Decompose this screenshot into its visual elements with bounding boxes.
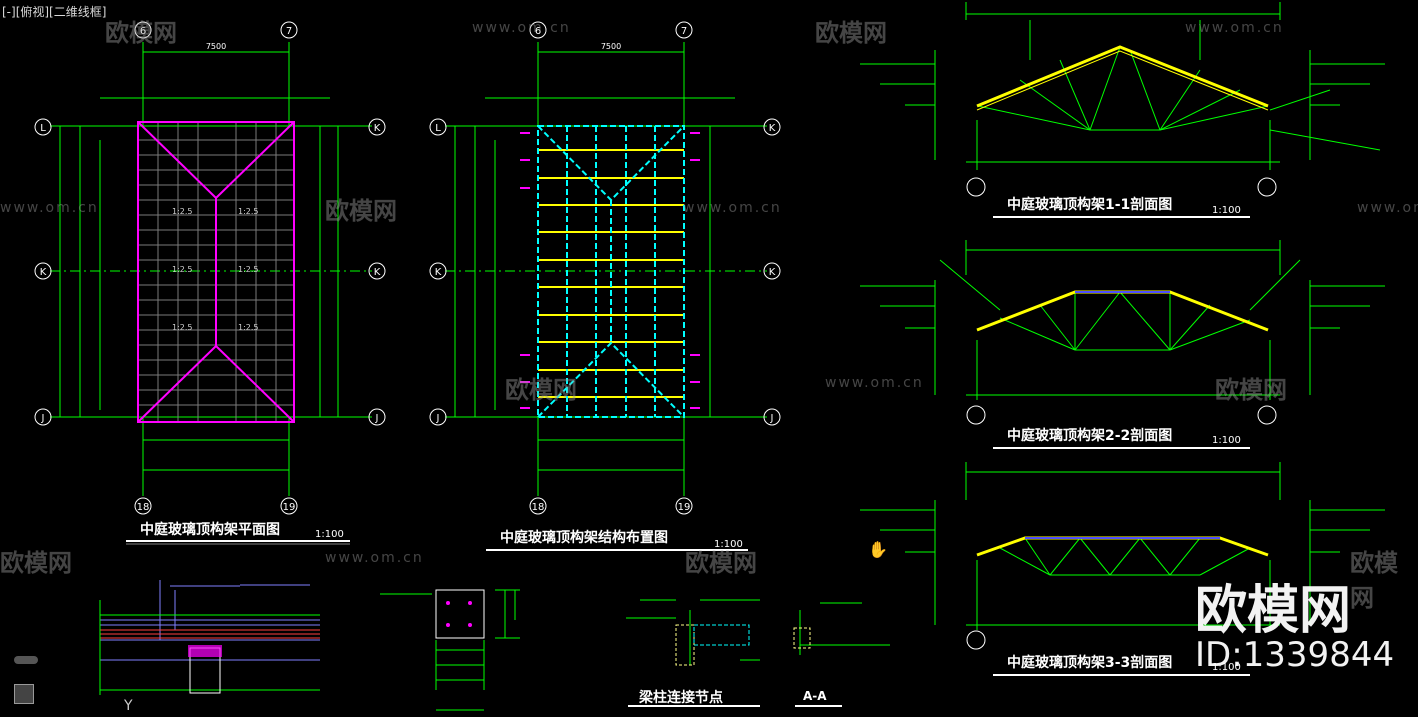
- structure-title: 中庭玻璃顶构架结构布置图 1:100: [486, 529, 748, 551]
- roof-plan-view: [50, 42, 372, 496]
- s-axis-label-J: J: [436, 413, 440, 424]
- structure-plan-view: [445, 42, 767, 496]
- section-2-2: 中庭玻璃顶构架2-2剖面图 1:100: [860, 240, 1385, 449]
- svg-text:1:2.5: 1:2.5: [172, 323, 193, 332]
- s-axis-label-L: L: [435, 123, 441, 134]
- roof-outline: [137, 121, 295, 423]
- axis-label-L: L: [40, 123, 46, 134]
- ucs-icon[interactable]: [14, 684, 34, 704]
- svg-text:梁柱连接节点: 梁柱连接节点: [638, 689, 723, 706]
- pan-hand-icon[interactable]: ✋: [868, 540, 888, 559]
- svg-text:1:100: 1:100: [1212, 205, 1241, 216]
- s-axis-label-18: 18: [532, 502, 545, 513]
- svg-text:中庭玻璃顶构架3-3剖面图: 中庭玻璃顶构架3-3剖面图: [1007, 654, 1172, 671]
- plan-title: 中庭玻璃顶构架平面图 1:100: [126, 521, 350, 545]
- svg-text:1:2.5: 1:2.5: [172, 207, 193, 216]
- svg-text:中庭玻璃顶构架平面图: 中庭玻璃顶构架平面图: [140, 521, 280, 538]
- structure-dim-7500: 7500: [601, 42, 621, 51]
- axis-label-J-right: J: [375, 413, 379, 424]
- svg-text:1:2.5: 1:2.5: [238, 207, 259, 216]
- structure-steel-frame: [537, 125, 685, 418]
- svg-text:1:2.5: 1:2.5: [238, 265, 259, 274]
- roof-glass-hatch: [138, 122, 294, 422]
- svg-text:1:2.5: 1:2.5: [238, 323, 259, 332]
- s-axis-label-J-r: J: [770, 413, 774, 424]
- detail-base-plate: [380, 589, 520, 711]
- svg-text:1:2.5: 1:2.5: [172, 265, 193, 274]
- watermark-logo-text: 欧模网: [1195, 581, 1352, 641]
- watermark-id: ID:1339844: [1195, 635, 1395, 675]
- s-axis-label-6: 6: [535, 26, 541, 37]
- axis-label-K-right-top: K: [374, 123, 381, 134]
- svg-text:中庭玻璃顶构架结构布置图: 中庭玻璃顶构架结构布置图: [500, 529, 668, 546]
- detail-gutter: [99, 580, 320, 695]
- plan-dim-7500: 7500: [206, 42, 226, 51]
- axis-label-K-right: K: [374, 267, 381, 278]
- svg-text:1:100: 1:100: [315, 529, 344, 540]
- s-axis-label-7: 7: [681, 26, 687, 37]
- axis-label-K: K: [40, 267, 47, 278]
- axis-label-7: 7: [286, 26, 292, 37]
- section-3-3: 中庭玻璃顶构架3-3剖面图 1:100: [860, 462, 1385, 676]
- structure-axis-bubbles: [429, 21, 781, 515]
- plan-axis-bubbles: [34, 21, 386, 515]
- s-axis-label-19: 19: [678, 502, 691, 513]
- axis-label-J: J: [41, 413, 45, 424]
- svg-text:A-A: A-A: [803, 689, 827, 703]
- svg-text:中庭玻璃顶构架2-2剖面图: 中庭玻璃顶构架2-2剖面图: [1007, 427, 1172, 444]
- s-axis-label-K-rt: K: [769, 123, 776, 134]
- plan-slope-labels: 1:2.5 1:2.5 1:2.5 1:2.5 1:2.5 1:2.5: [172, 207, 259, 332]
- s-axis-label-K: K: [435, 267, 442, 278]
- structure-pink-marks: [520, 132, 700, 409]
- detail-beam-column: 梁柱连接节点 A-A: [626, 599, 890, 707]
- axis-label-18: 18: [137, 502, 150, 513]
- axis-label-19: 19: [283, 502, 296, 513]
- ucs-y-axis-icon: Y: [124, 698, 133, 714]
- svg-text:1:100: 1:100: [1212, 662, 1241, 673]
- axis-label-6: 6: [140, 26, 146, 37]
- svg-text:中庭玻璃顶构架1-1剖面图: 中庭玻璃顶构架1-1剖面图: [1007, 196, 1172, 213]
- viewcube-pill-icon[interactable]: [14, 656, 38, 664]
- s-axis-label-K-r: K: [769, 267, 776, 278]
- section-1-1: 中庭玻璃顶构架1-1剖面图 1:100: [860, 2, 1385, 218]
- viewport-label[interactable]: [-][俯视][二维线框]: [2, 5, 107, 19]
- svg-text:1:100: 1:100: [1212, 435, 1241, 446]
- svg-text:1:100: 1:100: [714, 539, 743, 550]
